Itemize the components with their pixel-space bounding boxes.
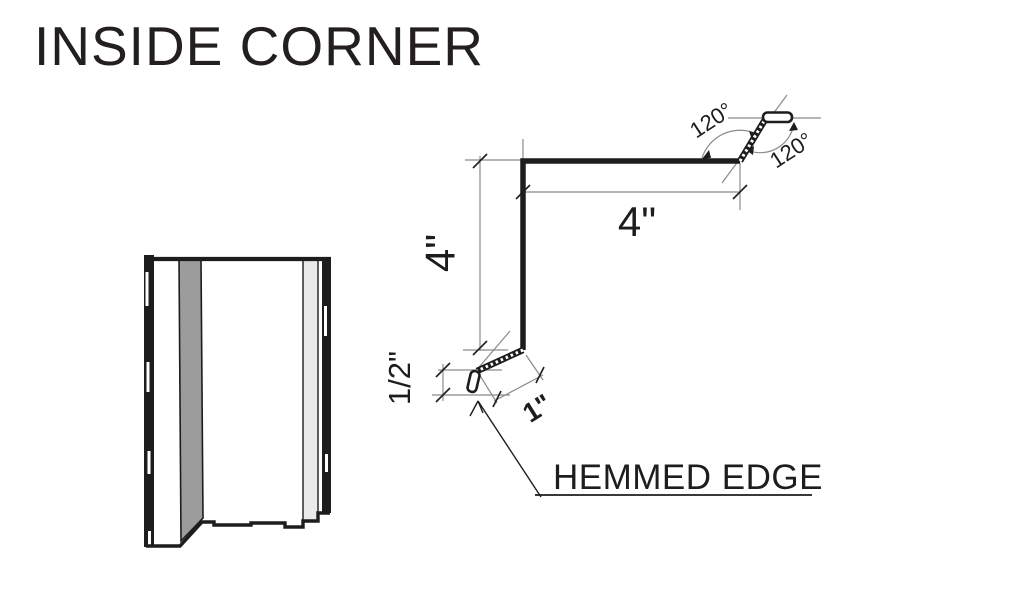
dim-hem: 1/2": [382, 351, 417, 405]
isometric-view: [144, 255, 331, 548]
dim-vertical-leg: 4": [417, 234, 464, 272]
profile-outline: [466, 111, 794, 394]
construction-lines: [432, 94, 821, 404]
shaded-face: [178, 258, 204, 543]
bottom-hem: [466, 369, 481, 394]
hemmed-edge-callout: HEMMED EDGE: [469, 400, 823, 498]
angle-label-lower: 120°: [765, 127, 817, 173]
top-hem: [761, 111, 794, 124]
profile-kick: [475, 347, 525, 374]
bottom-edge: [146, 511, 330, 548]
angle-label-upper: 120°: [685, 97, 737, 143]
profile-flange: [737, 116, 769, 163]
right-hem-edge: [322, 261, 331, 513]
profile-view: 4" 4" 1/2" 1" 120° 120° HEMMED EDGE: [382, 94, 823, 498]
dim-horizontal-leg: 4": [618, 198, 656, 245]
leader-arrowhead: [469, 400, 484, 417]
left-hem-edge: [144, 255, 154, 547]
leader-line: [477, 400, 542, 498]
light-face: [303, 259, 318, 520]
dim-kick: 1": [517, 388, 556, 428]
page-title: INSIDE CORNER: [34, 15, 484, 77]
profile-legs: [520, 158, 740, 350]
callout-label: HEMMED EDGE: [553, 458, 823, 497]
